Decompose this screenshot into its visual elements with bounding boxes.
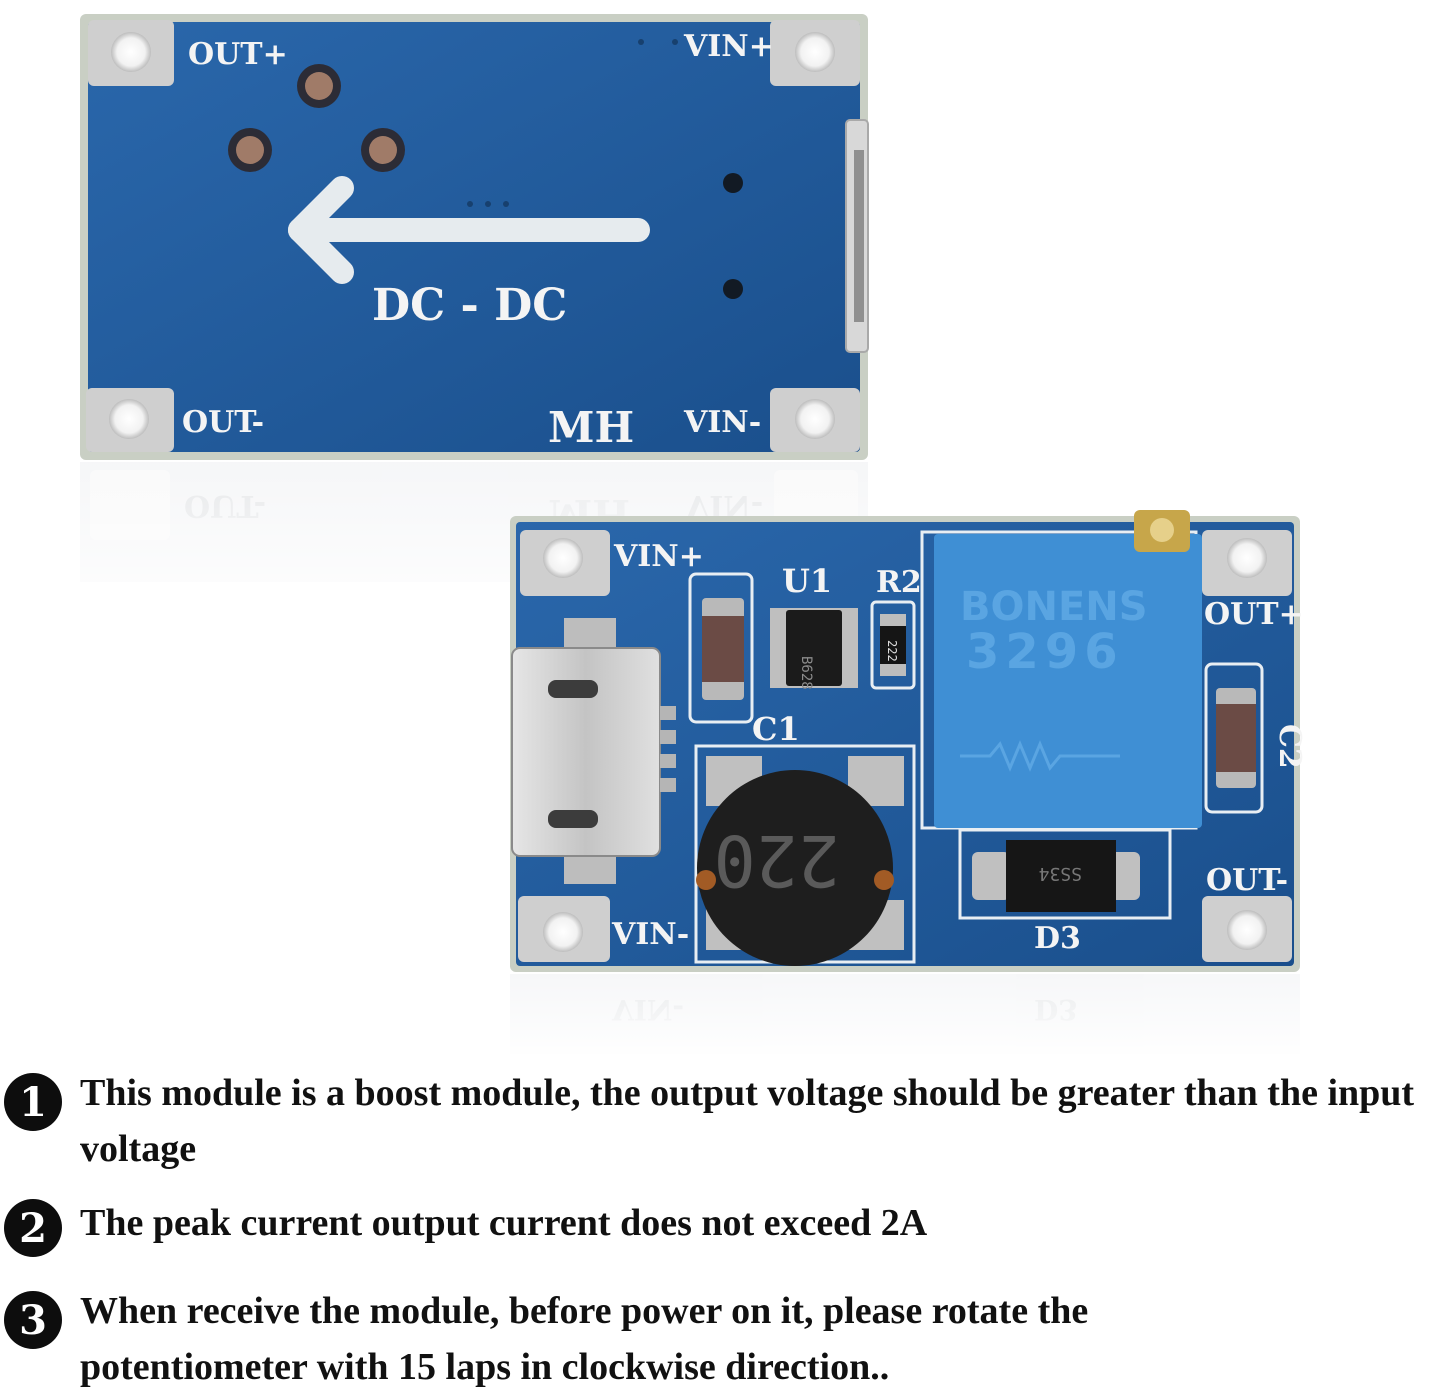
label-out-minus: OUT- xyxy=(1206,863,1288,898)
capacitor-c1 xyxy=(688,572,754,724)
label-vin-plus: VIN+ xyxy=(613,539,704,574)
mounting-hole xyxy=(88,20,174,86)
svg-text:3296: 3296 xyxy=(966,624,1124,680)
mounting-hole xyxy=(518,896,610,962)
label-vin-plus: VIN+ xyxy=(683,29,774,64)
via xyxy=(723,279,743,299)
ic-u1: B628 xyxy=(770,608,858,690)
svg-text:222: 222 xyxy=(885,640,899,662)
potentiometer: BONENS 3296 xyxy=(920,510,1202,830)
label-out-plus: OUT+ xyxy=(188,37,288,72)
svg-text:BONENS: BONENS xyxy=(960,584,1148,630)
number-badge: 1 xyxy=(4,1073,62,1131)
label-r2: R2 xyxy=(876,565,922,600)
diode-d3: SS34 xyxy=(958,828,1172,920)
label-out-minus: OUT- xyxy=(182,405,264,440)
inductor: 220 xyxy=(694,744,916,966)
capacitor-c2 xyxy=(1204,662,1264,814)
mounting-hole xyxy=(520,530,610,596)
solder-joint xyxy=(361,128,405,172)
mounting-hole xyxy=(86,388,174,452)
label-vin-minus: VIN- xyxy=(683,405,761,440)
number-badge: 2 xyxy=(4,1199,62,1257)
left-arrow-icon xyxy=(288,176,650,284)
micro-usb-port xyxy=(511,618,676,884)
svg-text:220: 220 xyxy=(714,819,840,901)
label-mh: MH xyxy=(548,403,634,452)
mounting-hole xyxy=(1202,530,1292,596)
product-photo: OUT+ VIN+ OUT- VIN- DC - DC MH OUT- MH V… xyxy=(70,14,1310,1060)
label-d3: D3 xyxy=(1034,921,1081,956)
solder-joint xyxy=(228,128,272,172)
mounting-hole xyxy=(1202,896,1292,962)
label-c1: C1 xyxy=(752,710,800,748)
mounting-hole xyxy=(770,20,860,86)
top-board: OUT+ VIN+ OUT- VIN- DC - DC MH xyxy=(80,14,869,460)
svg-text:B628: B628 xyxy=(798,656,814,690)
label-out-plus: OUT+ xyxy=(1204,597,1304,632)
number-badge: 3 xyxy=(4,1291,62,1349)
solder-joint xyxy=(297,64,341,108)
note-text: This module is a boost module, the outpu… xyxy=(80,1072,1415,1170)
note-text: The peak current output current does not… xyxy=(80,1202,928,1244)
note-text: When receive the module, before power on… xyxy=(80,1290,1089,1388)
label-vin-minus: VIN- xyxy=(611,917,689,952)
svg-text:SS34: SS34 xyxy=(1039,863,1082,884)
label-c2: C2 xyxy=(1272,724,1307,769)
resistor-r2: 222 xyxy=(870,600,916,690)
via xyxy=(723,173,743,193)
label-dc-dc: DC - DC xyxy=(372,280,567,331)
label-u1: U1 xyxy=(782,562,832,600)
mounting-hole xyxy=(770,388,860,452)
bottom-board: B628 222 BONENS 3296 xyxy=(510,510,1307,972)
